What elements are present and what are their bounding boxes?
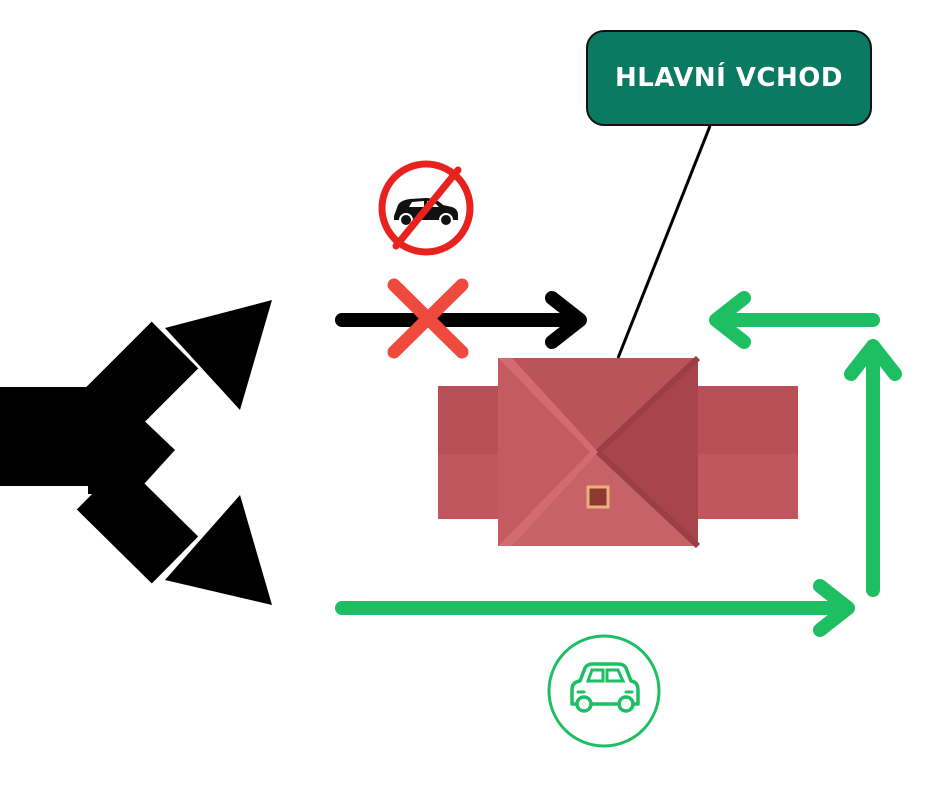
building-roof bbox=[438, 355, 798, 549]
label-leader-line bbox=[616, 125, 712, 359]
x-cross-icon bbox=[387, 278, 469, 359]
main-entrance-label: HLAVNÍ VCHOD bbox=[586, 30, 872, 126]
blocked-route-arrow bbox=[335, 291, 587, 349]
car-icon bbox=[547, 634, 661, 748]
allowed-route-arrows bbox=[335, 291, 902, 637]
no-cars-sign-icon bbox=[378, 160, 474, 256]
fork-arrow-icon bbox=[0, 300, 272, 605]
main-entrance-label-text: HLAVNÍ VCHOD bbox=[615, 63, 843, 93]
